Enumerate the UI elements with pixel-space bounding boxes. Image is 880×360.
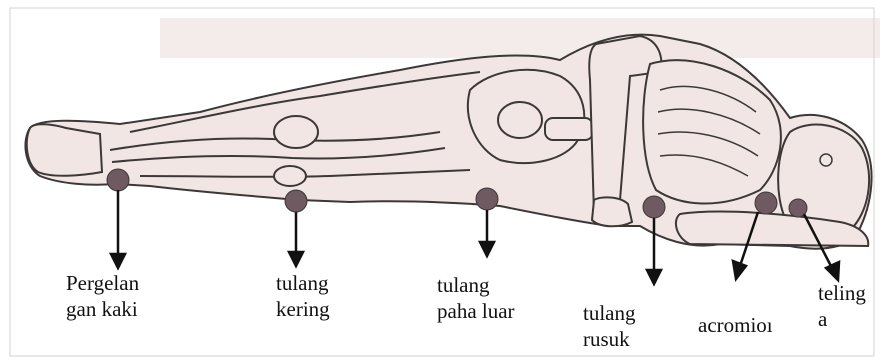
arrow-rib-head [647, 270, 661, 284]
label-rib: tulang rusuk [583, 300, 636, 352]
knee-joint [274, 116, 318, 148]
label-acromion: acromioı [698, 312, 773, 338]
arrow-acromion-head [733, 261, 746, 279]
foot [27, 124, 102, 176]
spine-segment [545, 118, 593, 140]
pressure-point-ankle [107, 169, 129, 191]
arrow-shin-head [289, 252, 303, 266]
label-outer-thigh: tulang paha luar [437, 272, 515, 324]
pelvis [468, 70, 584, 163]
arrow-ear-head [826, 262, 839, 280]
pressure-point-shin [285, 190, 307, 212]
arrow-thigh-head [480, 242, 494, 256]
knee-joint-lower [274, 166, 306, 186]
hand [592, 197, 632, 226]
label-shin-bone: tulang kering [276, 270, 330, 322]
pressure-point-acromion [755, 192, 777, 214]
scan-shadow [160, 18, 880, 58]
label-ankle: Pergelan gan kaki [66, 270, 139, 322]
pressure-point-rib [643, 196, 665, 218]
arrow-ankle-head [111, 254, 125, 268]
label-ear: teling a [818, 280, 866, 332]
pressure-point-outer-thigh [476, 188, 498, 210]
